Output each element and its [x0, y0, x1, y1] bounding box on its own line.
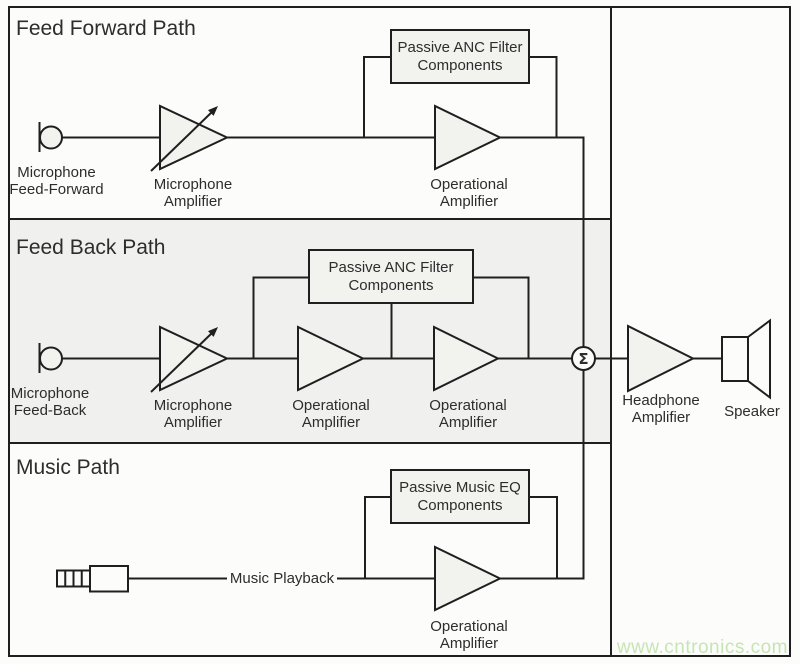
fb-mic-amplifier-symbol — [150, 325, 230, 393]
ff-mic-amplifier-symbol — [150, 104, 230, 172]
ff-microphone-icon — [38, 122, 63, 152]
fb-feedback-wire-right — [474, 276, 530, 359]
feed-forward-section-title: Feed Forward Path — [16, 17, 196, 40]
fb-mic-label: Microphone Feed-Back — [10, 385, 90, 419]
diagram-outer-border — [8, 6, 791, 657]
music-playback-label: Music Playback — [227, 570, 337, 587]
music-opamp-label: Operational Amplifier — [430, 618, 508, 652]
music-section-title: Music Path — [16, 456, 120, 479]
fb-opamp2-symbol — [433, 325, 501, 392]
music-feedback-wire-left — [364, 496, 390, 579]
fb-filter-box-label: Passive ANC Filter Components — [328, 258, 454, 294]
fb-opamp2-label: Operational Amplifier — [429, 397, 507, 431]
fb-opamp1-symbol — [297, 325, 366, 392]
music-wire-to-summer — [500, 370, 585, 580]
music-feedback-wire-right — [530, 496, 558, 579]
ff-opamp-label: Operational Amplifier — [430, 176, 508, 210]
music-eq-box-label: Passive Music EQ Components — [399, 478, 521, 514]
fb-opamp1-label: Operational Amplifier — [292, 397, 370, 431]
ff-mic-amp-label: Microphone Amplifier — [153, 176, 233, 210]
ff-opamp-symbol — [434, 104, 503, 171]
ff-filter-box-label: Passive ANC Filter Components — [397, 38, 523, 74]
ff-feedback-wire-left — [363, 56, 390, 138]
summing-node: Σ — [571, 346, 596, 371]
music-opamp-symbol — [434, 545, 503, 612]
ff-mic-label: Microphone Feed-Forward — [9, 164, 104, 198]
ff-filter-box: Passive ANC Filter Components — [390, 29, 530, 84]
summing-node-symbol: Σ — [578, 350, 588, 368]
section-divider-bottom — [9, 442, 611, 444]
headphone-amp-label: Headphone Amplifier — [622, 392, 700, 426]
ff-wire-to-summer — [500, 136, 585, 347]
speaker-label: Speaker — [724, 403, 780, 420]
watermark: www.cntronics.com — [616, 637, 788, 658]
headphone-amplifier-symbol — [627, 324, 696, 393]
output-panel-divider — [610, 6, 612, 655]
ff-feedback-wire-right — [530, 56, 558, 138]
audio-jack-icon — [56, 565, 129, 593]
music-eq-box: Passive Music EQ Components — [390, 469, 530, 524]
fb-filter-box: Passive ANC Filter Components — [308, 249, 474, 304]
speaker-icon — [721, 318, 771, 400]
feed-back-section-title: Feed Back Path — [16, 236, 166, 259]
fb-mic-amp-label: Microphone Amplifier — [153, 397, 233, 431]
fb-feedback-wire-left — [252, 276, 308, 359]
fb-microphone-icon — [38, 343, 63, 373]
section-divider-top — [9, 218, 611, 220]
